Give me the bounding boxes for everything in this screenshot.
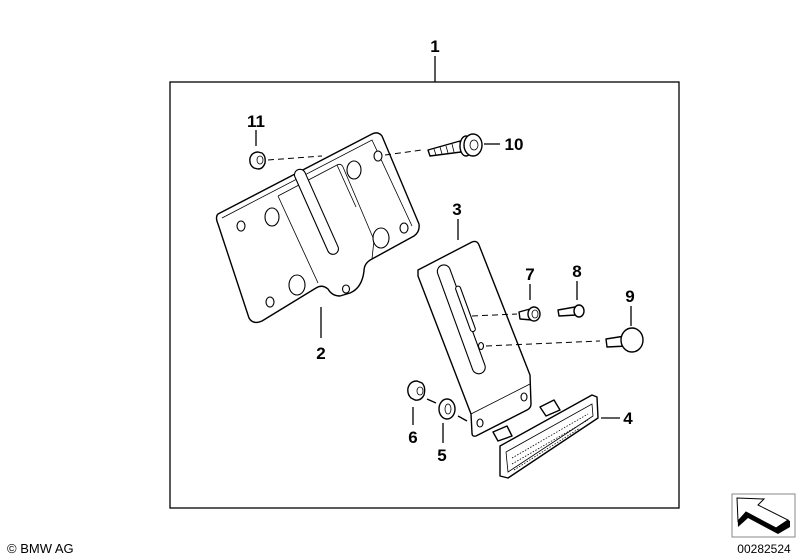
copyright: © BMW AG xyxy=(7,541,74,556)
assembly-frame xyxy=(169,81,680,509)
callout-1[interactable]: 1 xyxy=(430,37,439,56)
callout-6[interactable]: 6 xyxy=(408,428,417,447)
callout-9[interactable]: 9 xyxy=(625,287,634,306)
part-10-screw[interactable] xyxy=(427,133,483,157)
callout-5[interactable]: 5 xyxy=(437,446,446,465)
callout-4[interactable]: 4 xyxy=(623,409,633,428)
part-6-nut[interactable] xyxy=(407,380,426,401)
callout-3[interactable]: 3 xyxy=(452,200,461,219)
callout-10[interactable]: 10 xyxy=(505,135,524,154)
part-8-screw[interactable] xyxy=(557,304,585,318)
view-direction-arrow-icon xyxy=(731,493,796,538)
part-3-bracket[interactable] xyxy=(417,240,532,437)
part-5-washer[interactable] xyxy=(438,398,456,420)
part-7-spacer[interactable] xyxy=(518,306,541,322)
callout-11[interactable]: 11 xyxy=(247,112,265,131)
part-4-reflector[interactable] xyxy=(492,394,599,479)
callout-2[interactable]: 2 xyxy=(316,344,325,363)
part-9-knob-screw[interactable] xyxy=(605,327,644,353)
part-11-nut[interactable] xyxy=(249,151,266,170)
diagram-code: 00282524 xyxy=(737,542,791,556)
part-2-mounting-plate[interactable] xyxy=(215,132,420,324)
callout-8[interactable]: 8 xyxy=(572,262,581,281)
callout-7[interactable]: 7 xyxy=(525,265,534,284)
